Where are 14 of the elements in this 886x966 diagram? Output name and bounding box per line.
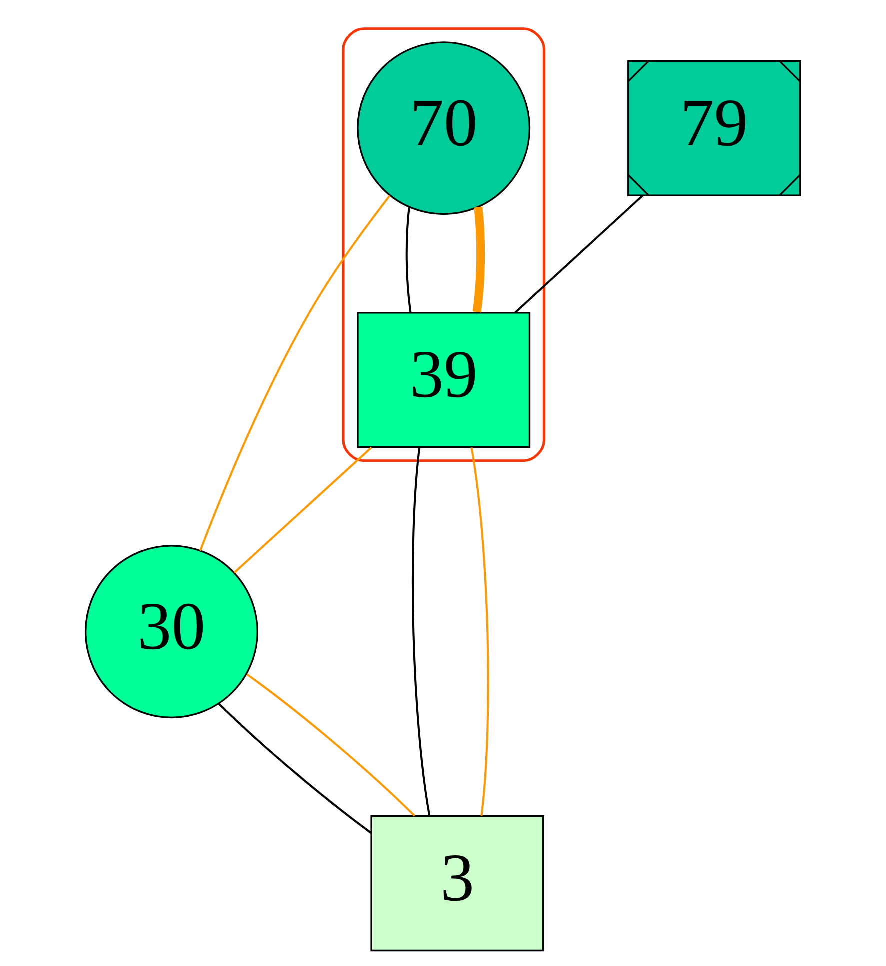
connector: [218, 703, 372, 834]
connector: [514, 195, 644, 314]
connector: [406, 207, 412, 312]
node-circle: 70: [357, 42, 531, 216]
node-box: 3: [370, 816, 544, 952]
connector: [234, 446, 372, 574]
connector: [470, 448, 490, 816]
node-box: 39: [357, 312, 531, 448]
connector: [412, 448, 431, 816]
connector: [472, 206, 486, 313]
connector: [246, 674, 416, 817]
node-circle: 30: [84, 545, 258, 719]
cluster: [342, 28, 546, 462]
connector: [199, 195, 391, 552]
